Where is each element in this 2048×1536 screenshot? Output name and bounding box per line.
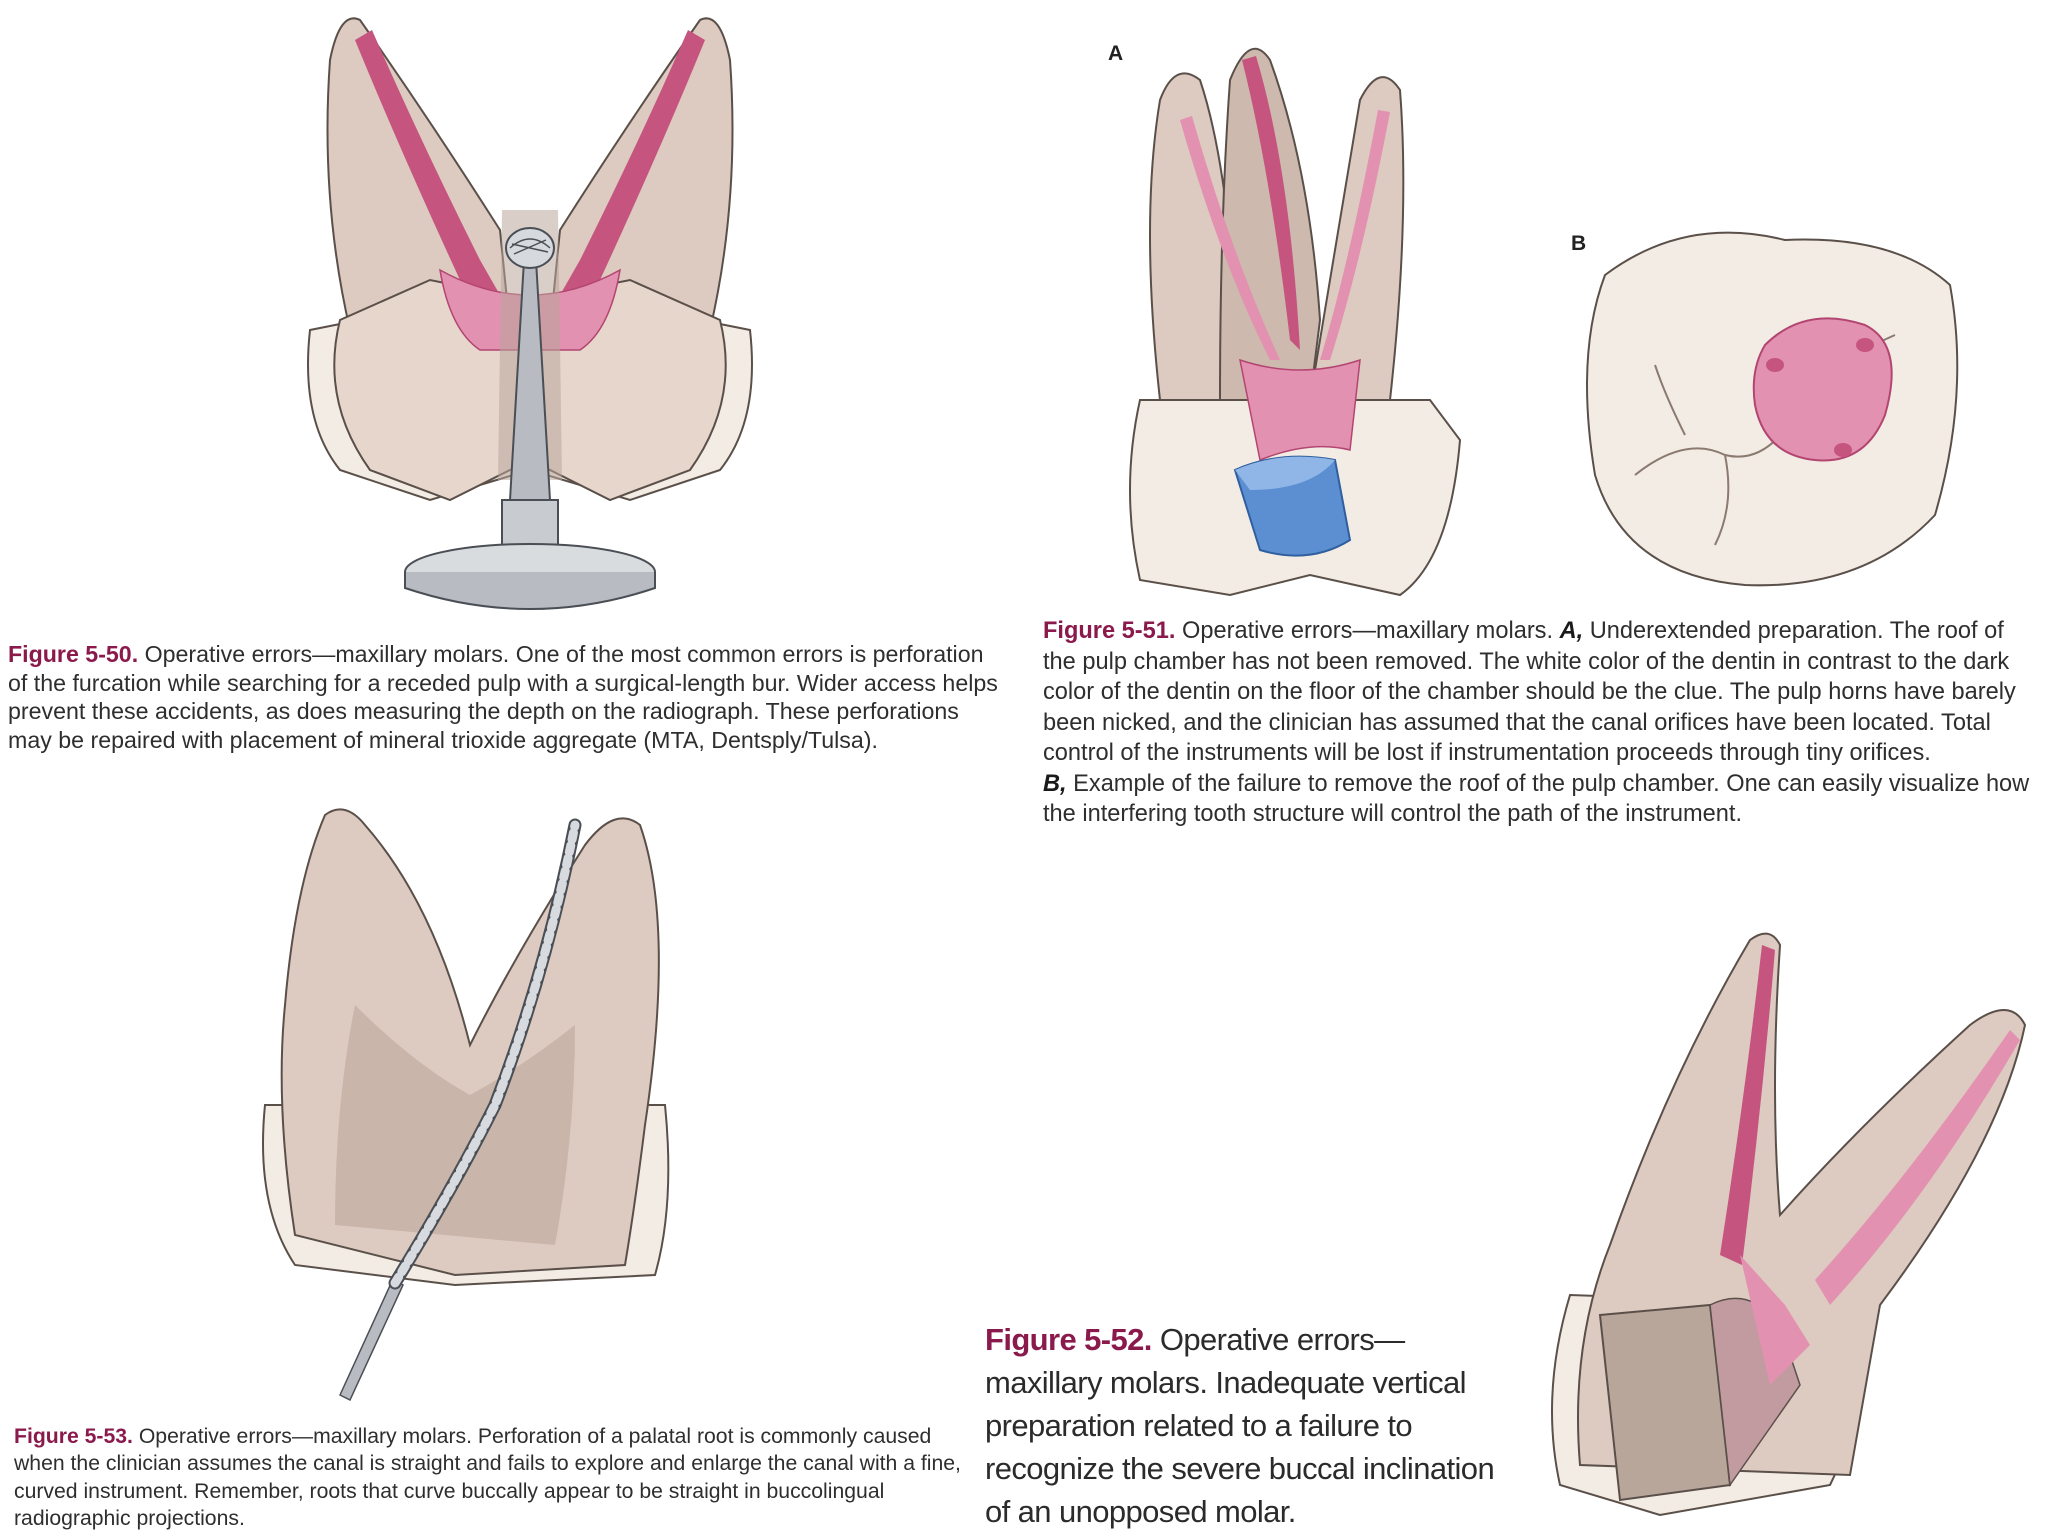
figure-number: Figure 5-51. — [1043, 618, 1176, 644]
label-b: B, — [1043, 770, 1067, 797]
caption-text-b: Example of the failure to remove the roo… — [1043, 770, 2030, 828]
caption-intro: Operative errors—maxillary molars. — [1182, 618, 1554, 644]
figure-number: Figure 5-50. — [8, 641, 139, 667]
figure-5-52-illustration — [1551, 932, 2027, 1517]
caption-text: Operative errors—maxillary molars. Inade… — [985, 1322, 1495, 1529]
caption-text: Operative errors—maxillary molars. One o… — [8, 641, 998, 753]
figure-number: Figure 5-53. — [14, 1425, 133, 1448]
figure-5-51b-illustration — [1586, 231, 1959, 587]
figure-5-51a-illustration — [1129, 47, 1462, 597]
figure-5-52-caption: Figure 5-52. Operative errors—maxillary … — [985, 1318, 1505, 1533]
panel-label-a: A — [1108, 42, 1124, 65]
caption-text-a: Underextended preparation. The roof of t… — [1043, 618, 2016, 766]
figure-number: Figure 5-52. — [985, 1322, 1152, 1357]
figure-5-53-illustration — [262, 808, 670, 1402]
figure-5-53-caption: Figure 5-53. Operative errors—maxillary … — [14, 1423, 974, 1533]
figure-5-51-caption: Figure 5-51. Operative errors—maxillary … — [1043, 616, 2033, 830]
figure-5-50-caption: Figure 5-50. Operative errors—maxillary … — [8, 640, 1008, 754]
panel-label-b: B — [1571, 232, 1587, 255]
label-a: A, — [1559, 618, 1584, 644]
caption-text: Operative errors—maxillary molars. Perfo… — [14, 1425, 961, 1531]
figure-5-50-illustration — [307, 17, 753, 610]
